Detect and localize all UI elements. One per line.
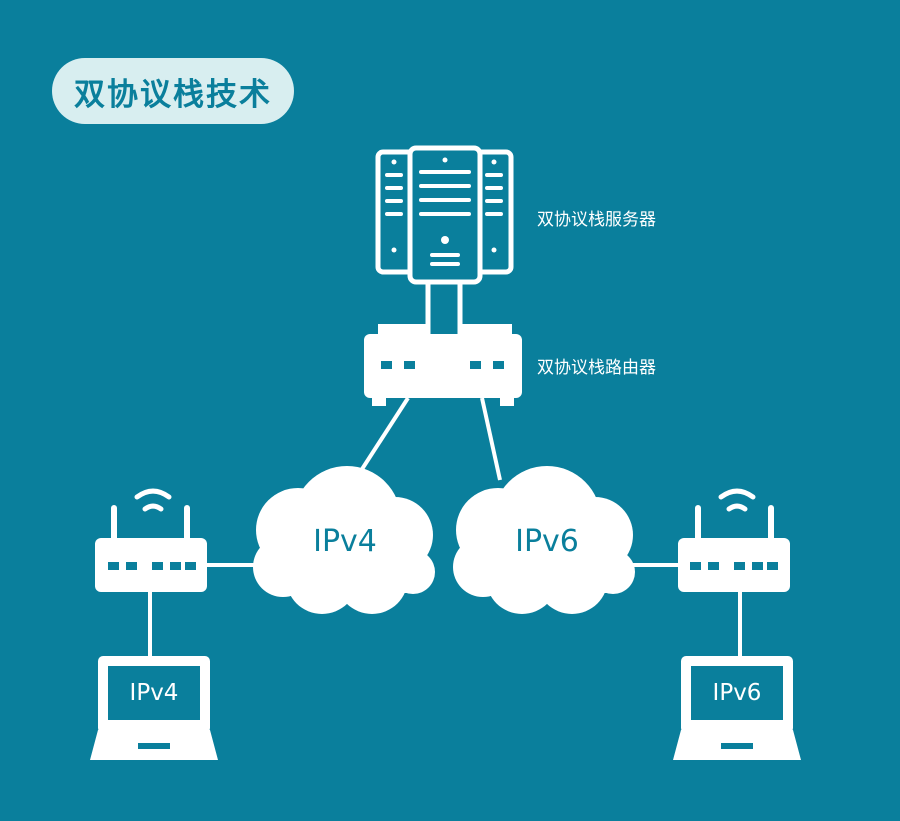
ipv6-cloud-label: IPv6 bbox=[515, 524, 579, 559]
wifi-signal-icon bbox=[134, 488, 172, 500]
router-icon bbox=[364, 324, 522, 406]
laptop-right-label: IPv6 bbox=[713, 680, 762, 706]
ipv4-cloud: IPv4 bbox=[253, 466, 435, 614]
server-icon bbox=[375, 145, 514, 285]
wifi-signal-icon bbox=[718, 488, 756, 500]
wifi-router-right bbox=[678, 488, 790, 592]
title-badge: 双协议栈技术 bbox=[52, 58, 294, 124]
page-title: 双协议栈技术 bbox=[74, 76, 272, 113]
ipv4-cloud-label: IPv4 bbox=[313, 524, 377, 559]
laptop-left-label: IPv4 bbox=[130, 680, 179, 706]
ipv6-cloud: IPv6 bbox=[453, 466, 635, 614]
connection-lines bbox=[148, 280, 742, 656]
router-label: 双协议栈路由器 bbox=[537, 358, 656, 378]
laptop-right: IPv6 bbox=[673, 656, 801, 760]
wifi-router-left bbox=[95, 488, 207, 592]
laptop-left: IPv4 bbox=[90, 656, 218, 760]
server-label: 双协议栈服务器 bbox=[537, 210, 656, 230]
